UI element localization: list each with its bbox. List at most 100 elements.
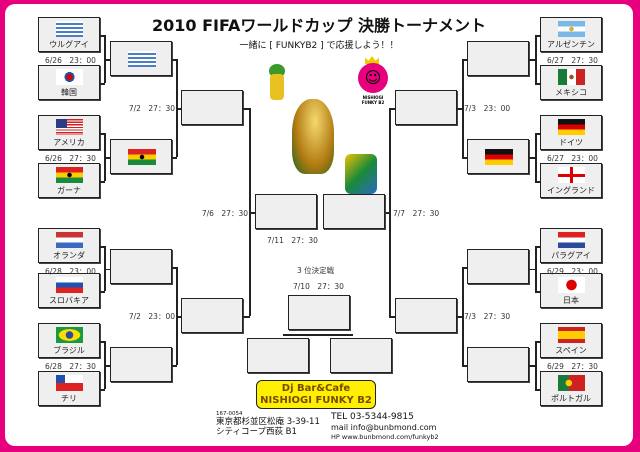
team-box-py[interactable]: パラグアイ [540, 228, 602, 263]
team-name: 日本 [563, 296, 579, 305]
flag-kr-icon [56, 69, 83, 85]
page-title: 2010 FIFAワールドカップ 決勝トーナメント [151, 16, 487, 35]
team-box-uy[interactable]: ウルグアイ [38, 17, 100, 52]
match-date: 6/26 23：00 [45, 56, 96, 65]
match-date: 6/27 23：00 [547, 154, 598, 163]
match-date: 7/6 27：30 [201, 209, 248, 218]
left-semifinal-slot-1[interactable] [181, 90, 243, 125]
hp-link[interactable]: HP www.bunbmond.com/funkyb2 [331, 433, 439, 441]
right-semifinal-slot-2[interactable] [395, 298, 457, 333]
match-date: 6/29 23：00 [547, 267, 598, 276]
contact-block: TEL 03-5344-9815 mail info@bunbmond.com … [331, 412, 439, 441]
team-box-es[interactable]: スペイン [540, 323, 602, 358]
bar-banner: Dj Bar&Cafe NISHIOGI FUNKY B2 [256, 380, 376, 409]
team-box-mx[interactable]: メキシコ [540, 65, 602, 100]
team-name: ブラジル [53, 346, 85, 355]
team-name: スロバキア [49, 296, 89, 305]
left-quarterfinal-slot-4[interactable] [110, 347, 172, 382]
team-box-nl[interactable]: オランダ [38, 228, 100, 263]
bracket-line [535, 35, 541, 37]
bracket-line [100, 341, 105, 343]
team-box-jp[interactable]: 日本 [540, 273, 602, 308]
bracket-line [172, 157, 177, 159]
match-date: 6/28 23：00 [45, 267, 96, 276]
match-date: 7/7 27：30 [393, 209, 440, 218]
flag-us-icon [56, 119, 83, 135]
bracket-line [104, 268, 111, 270]
bracket-line [535, 341, 541, 343]
bracket-line [462, 157, 468, 159]
bracket-line [100, 181, 105, 183]
bracket-line [176, 316, 182, 318]
team-box-kr[interactable]: 韓国 [38, 65, 100, 100]
bracket-line [535, 389, 541, 391]
flag-nl-icon [56, 232, 83, 248]
bracket-line [104, 157, 111, 159]
final-date: 7/11 27：30 [267, 236, 318, 245]
left-quarterfinal-slot-2[interactable] [110, 139, 172, 174]
right-quarterfinal-slot-1[interactable] [467, 41, 529, 76]
right-final-slot[interactable] [323, 194, 385, 229]
team-box-gh[interactable]: ガーナ [38, 163, 100, 198]
team-name: ガーナ [57, 186, 81, 195]
bracket-line [100, 83, 105, 85]
bracket-line [100, 291, 105, 293]
third-place-winner-slot[interactable] [288, 295, 350, 330]
trophy-image [292, 99, 334, 174]
bracket-line [104, 365, 111, 367]
mail-link[interactable]: mail info@bunbmond.com [331, 423, 437, 432]
team-box-br[interactable]: ブラジル [38, 323, 100, 358]
right-quarterfinal-slot-2[interactable] [467, 139, 529, 174]
bracket-line [535, 181, 541, 183]
team-box-cl[interactable]: チリ [38, 371, 100, 406]
match-date: 6/29 27：30 [547, 362, 598, 371]
bracket-line [243, 108, 250, 110]
team-name: ウルグアイ [49, 40, 89, 49]
page-subtitle: 一緒に [ FUNKYB2 ] で応援しよう！！ [239, 41, 399, 51]
team-name: アメリカ [53, 138, 85, 147]
team-box-de[interactable]: ドイツ [540, 115, 602, 150]
bracket-line [172, 267, 177, 269]
flag-jp-icon [558, 277, 585, 293]
third-place-slot-1[interactable] [247, 338, 309, 373]
right-semifinal-slot-1[interactable] [395, 90, 457, 125]
left-final-slot[interactable] [255, 194, 317, 229]
bracket-line [529, 59, 536, 61]
flag-py-icon [558, 232, 585, 248]
bracket-line [535, 291, 541, 293]
bracket-line [389, 108, 396, 110]
bracket-line [535, 246, 541, 248]
left-quarterfinal-slot-3[interactable] [110, 249, 172, 284]
team-name: ポルトガル [551, 394, 591, 403]
bracket-line [389, 316, 396, 318]
left-quarterfinal-slot-1[interactable] [110, 41, 172, 76]
team-name: イングランド [547, 186, 595, 195]
bracket-line [462, 365, 468, 367]
match-date: 6/27 27：30 [547, 56, 598, 65]
flag-cl-icon [56, 375, 83, 391]
team-name: パラグアイ [551, 251, 591, 260]
team-box-pt[interactable]: ポルトガル [540, 371, 602, 406]
flag-en-icon [558, 167, 585, 183]
team-box-us[interactable]: アメリカ [38, 115, 100, 150]
flag-br-icon [56, 327, 83, 343]
match-date: 6/26 27：30 [45, 154, 96, 163]
team-box-en[interactable]: イングランド [540, 163, 602, 198]
flag-sk-icon [56, 277, 83, 293]
bracket-line [384, 212, 390, 214]
match-date: 7/2 27：30 [128, 104, 175, 113]
left-semifinal-slot-2[interactable] [181, 298, 243, 333]
team-box-sk[interactable]: スロバキア [38, 273, 100, 308]
flag-de-icon [485, 149, 513, 165]
right-quarterfinal-slot-4[interactable] [467, 347, 529, 382]
flag-uy-icon [56, 21, 83, 37]
bracket-line [535, 133, 541, 135]
third-place-slot-2[interactable] [330, 338, 392, 373]
smiley-logo: ☺ NISHIOGI FUNKY B2 [356, 56, 390, 106]
team-name: アルゼンチン [547, 40, 595, 49]
team-box-ar[interactable]: アルゼンチン [540, 17, 602, 52]
flag-uy-icon [128, 51, 156, 67]
team-name: 韓国 [61, 88, 77, 97]
bracket-line [176, 108, 182, 110]
right-quarterfinal-slot-3[interactable] [467, 249, 529, 284]
